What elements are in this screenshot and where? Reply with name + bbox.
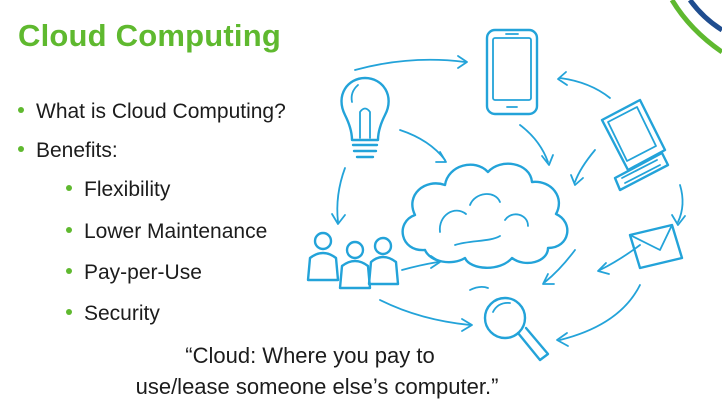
- bullet-dot: [18, 107, 24, 114]
- bullet-item: What is Cloud Computing?: [18, 100, 286, 124]
- connector-arrows: [331, 55, 686, 347]
- lightbulb-icon: [340, 76, 390, 159]
- laptop-icon: [600, 98, 670, 192]
- slide-title: Cloud Computing: [18, 18, 281, 53]
- sub-bullet-item: Pay-per-Use: [66, 261, 202, 285]
- bullet-dot: [66, 227, 72, 234]
- bullet-item: Benefits:: [18, 139, 118, 163]
- bullet-text: Lower Maintenance: [84, 220, 268, 243]
- smartphone-icon: [485, 28, 539, 116]
- bullet-text: Security: [84, 302, 160, 325]
- sub-bullet-item: Lower Maintenance: [66, 220, 267, 244]
- quote-line-1: “Cloud: Where you pay to: [185, 343, 435, 368]
- bullet-dot: [18, 146, 24, 153]
- bullet-dot: [66, 185, 72, 192]
- corner-decoration: [669, 0, 722, 55]
- bullet-text: Pay-per-Use: [84, 261, 202, 284]
- magnifier-icon: [483, 296, 550, 362]
- envelope-icon: [628, 223, 684, 270]
- sub-bullet-item: Flexibility: [66, 178, 170, 202]
- cloud-icon: [401, 162, 569, 269]
- bullet-dot: [66, 309, 72, 316]
- bullet-text: Benefits:: [36, 139, 118, 162]
- bullet-dot: [66, 268, 72, 275]
- sub-bullet-item: Security: [66, 302, 160, 326]
- quote-line-2: use/lease someone else’s computer.”: [135, 374, 499, 399]
- bullet-text: What is Cloud Computing?: [36, 100, 286, 123]
- people-icon: [306, 231, 400, 290]
- bullet-text: Flexibility: [84, 178, 171, 201]
